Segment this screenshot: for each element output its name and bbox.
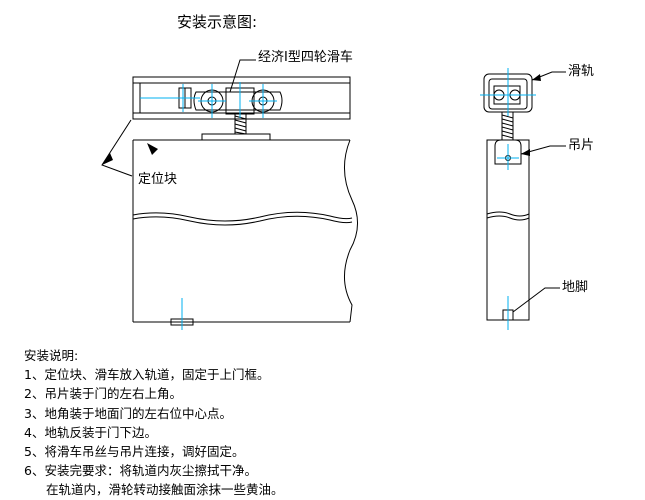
- note-item: 2、吊片装于门的左右上角。: [24, 386, 182, 402]
- leader-wheel-carriage: [229, 59, 256, 93]
- note-item: 3、地角装于地面门的左右位中心点。: [24, 405, 232, 421]
- note-item: 5、将滑车吊丝与吊片连接，调好固定。: [24, 444, 245, 460]
- label-wheel-carriage: 经济I型四轮滑车: [258, 50, 353, 65]
- label-positioning-block: 定位块: [138, 172, 178, 187]
- leader-foot: [512, 287, 560, 313]
- label-hanger: 吊片: [568, 138, 595, 153]
- note-item: 在轨道内，滑轮转动接触面涂抹一些黄油。: [46, 482, 284, 498]
- note-item: 4、地轨反装于门下边。: [24, 424, 157, 440]
- arrow-door-corner: [147, 143, 158, 155]
- door-panel-front-view: [132, 139, 358, 323]
- notes-heading: 安装说明:: [24, 348, 79, 363]
- leader-hanger: [520, 145, 566, 155]
- leader-positioning-block: [101, 119, 133, 177]
- hanger-plate-front: [201, 133, 271, 141]
- diagram-title: 安装示意图:: [177, 13, 258, 31]
- hanger-rod-side: [501, 112, 514, 140]
- track-front-view: [132, 76, 351, 120]
- installation-notes: 安装说明: 1、定位块、滑车放入轨道，固定于上门框。 2、吊片装于门的左右上角。…: [24, 346, 284, 500]
- arrow-track: [532, 74, 541, 81]
- note-item: 6、安装完要求：将轨道内灰尘擦拭干净。: [24, 463, 257, 479]
- center-lines: [140, 68, 536, 330]
- label-track: 滑轨: [568, 64, 595, 79]
- arrow-positioning-block: [102, 153, 113, 165]
- arrow-hanger: [521, 149, 530, 156]
- note-item: 1、定位块、滑车放入轨道，固定于上门框。: [24, 367, 270, 383]
- label-foot: 地脚: [562, 280, 589, 295]
